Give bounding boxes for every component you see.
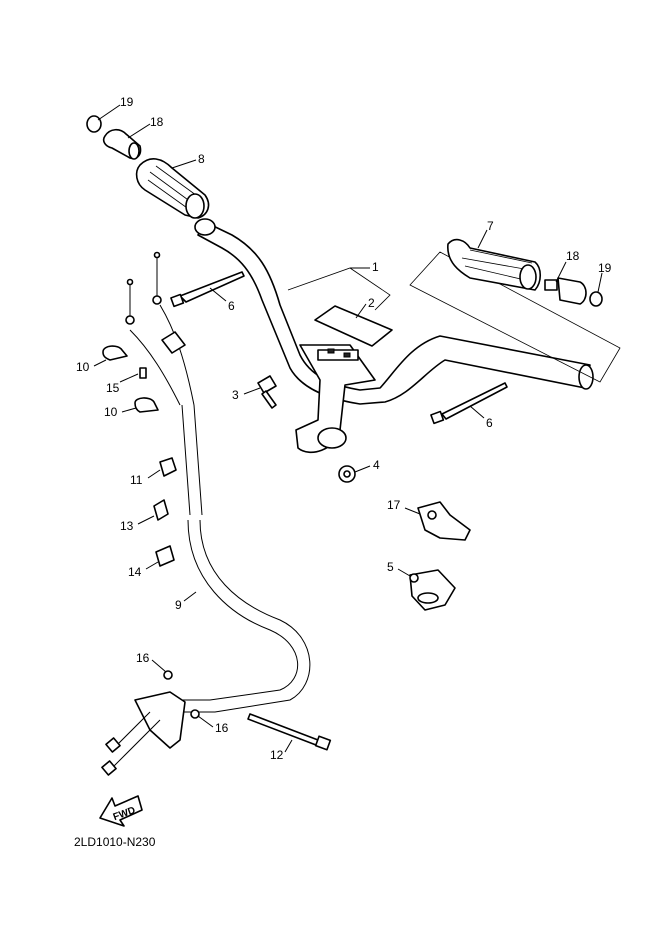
grip-end-left (102, 128, 142, 160)
holder-bolt (257, 375, 277, 409)
throttle-cable (125, 251, 311, 713)
right-grip-plane (409, 251, 621, 383)
clamp-upper (102, 345, 128, 361)
callout-15: 15 (106, 381, 120, 395)
callout-6: 6 (486, 416, 493, 430)
label-plate (314, 305, 393, 347)
holder-nut (338, 465, 356, 483)
callout-10: 10 (104, 405, 118, 419)
callouts: 19 18 8 7 1 2 18 19 6 6 3 4 10 15 10 11 … (76, 95, 612, 762)
switch-assembly-5 (409, 569, 456, 611)
handlebar-holder (295, 344, 376, 454)
switch-assembly-17 (417, 501, 471, 541)
cable-tie-right (430, 382, 508, 425)
callout-3: 3 (232, 388, 239, 402)
callout-11: 11 (130, 473, 143, 487)
grip-end-cap-left (86, 115, 102, 133)
callout-9: 9 (175, 598, 182, 612)
clamp-screw (139, 367, 147, 379)
callout-2: 2 (368, 296, 375, 310)
callout-1: 1 (372, 260, 379, 274)
cable-tie-left (170, 271, 245, 308)
callout-18: 18 (150, 115, 164, 129)
diagram-code: 2LD1010-N230 (74, 835, 156, 849)
callout-10: 10 (76, 360, 90, 374)
callout-12: 12 (270, 748, 284, 762)
callout-14: 14 (128, 565, 142, 579)
right-grip (447, 238, 542, 291)
fwd-arrow-icon: FWD (99, 795, 143, 827)
handlebar (194, 218, 594, 405)
grip-end-right (544, 277, 587, 305)
callout-18: 18 (566, 249, 580, 263)
callout-5: 5 (387, 560, 394, 574)
cable-bracket (101, 670, 200, 776)
clamp-lower (134, 397, 159, 413)
leader-lines (93, 104, 603, 753)
callout-4: 4 (373, 458, 380, 472)
callout-19: 19 (598, 261, 612, 275)
callout-16: 16 (215, 721, 229, 735)
cable-tie-lower (247, 713, 332, 751)
callout-8: 8 (198, 152, 205, 166)
callout-13: 13 (120, 519, 134, 533)
callout-17: 17 (387, 498, 401, 512)
left-grip (135, 158, 210, 219)
grip-plane-outline (287, 267, 391, 311)
cable-holder-b (153, 499, 169, 521)
callout-7: 7 (487, 219, 494, 233)
grip-end-cap-right (589, 291, 603, 307)
callout-16: 16 (136, 651, 150, 665)
callout-19: 19 (120, 95, 134, 109)
callout-6: 6 (228, 299, 235, 313)
cable-holder-a (159, 457, 177, 477)
cable-holder-c (155, 545, 175, 567)
